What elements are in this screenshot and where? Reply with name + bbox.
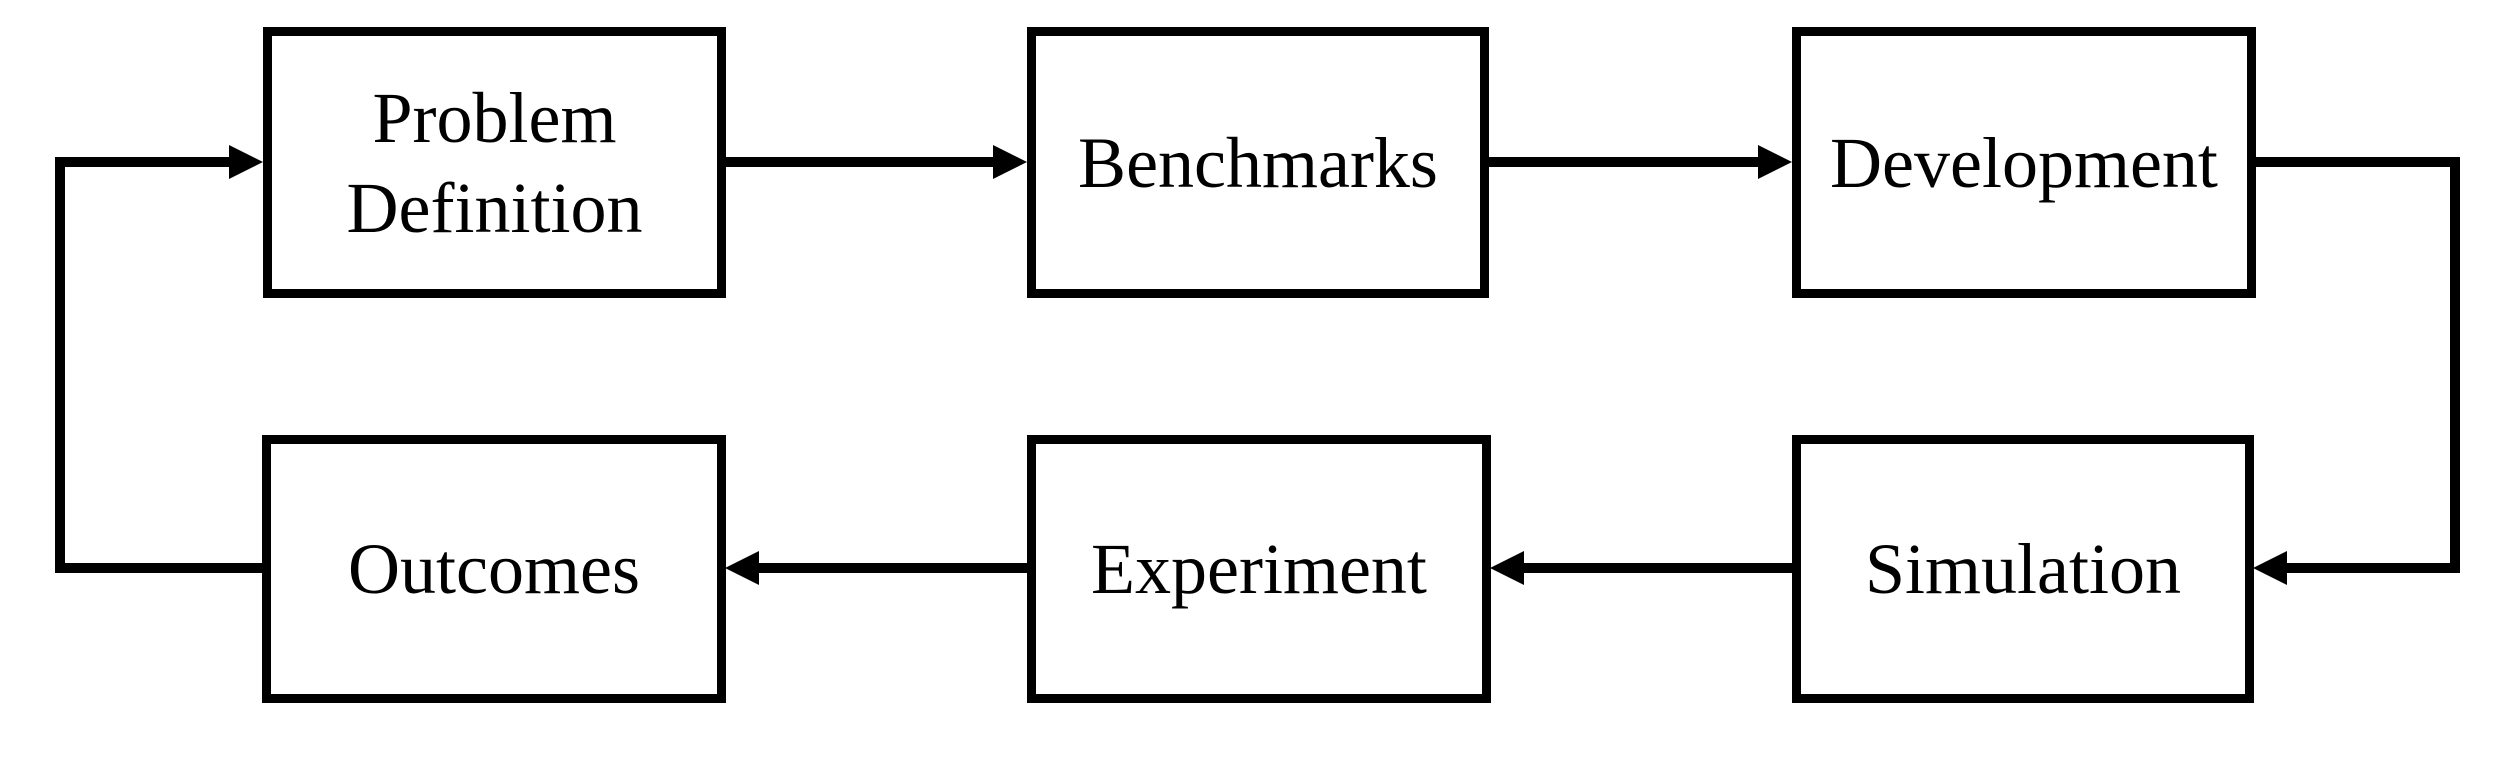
flowchart-node-development: Development [1792,27,2256,298]
arrow-outcomes-to-problem-definition [55,157,262,573]
arrowhead-into-benchmarks-icon [993,145,1027,179]
arrowhead-into-problem-definition-icon [229,145,263,179]
flowchart-node-experiment: Experiment [1027,435,1491,703]
node-label-benchmarks: Benchmarks [1078,122,1438,203]
flowchart-node-problem-definition: Problem Definition [263,27,726,298]
arrowhead-into-development-icon [1758,145,1792,179]
arrowhead-into-simulation-icon [2253,551,2287,585]
node-label-outcomes: Outcomes [348,529,640,609]
flowchart-node-outcomes: Outcomes [262,435,726,703]
node-label-development: Development [1830,122,2218,203]
arrowhead-into-outcomes-icon [725,551,759,585]
arrow-development-to-simulation [2256,157,2460,573]
node-label-experiment: Experiment [1091,529,1427,609]
arrowhead-into-experiment-icon [1490,551,1524,585]
flowchart-node-benchmarks: Benchmarks [1027,27,1489,298]
flowchart-node-simulation: Simulation [1792,435,2254,703]
node-label-problem-definition: Problem Definition [346,77,643,248]
node-label-simulation: Simulation [1864,529,2182,609]
